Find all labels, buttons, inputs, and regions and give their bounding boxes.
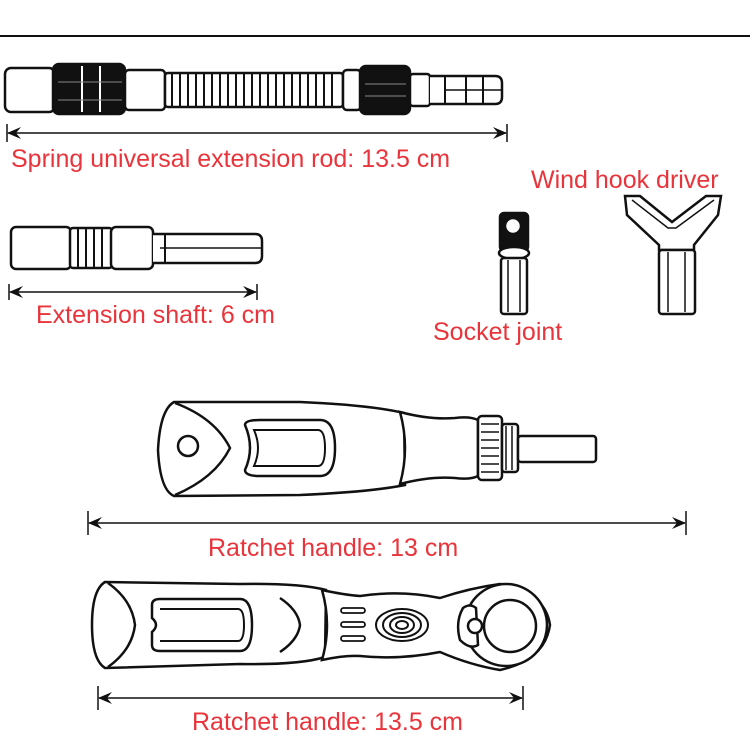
extension-shaft-dimension-line — [8, 284, 258, 300]
ratchet-handle-13-5-drawing — [90, 580, 552, 672]
wind-hook-driver-label: Wind hook driver — [531, 166, 719, 194]
extension-shaft-drawing — [9, 225, 264, 271]
extension-shaft-label: Extension shaft: 6 cm — [36, 301, 276, 329]
wind-hook-driver-drawing — [623, 194, 723, 316]
socket-joint-drawing — [497, 211, 531, 316]
ratchet-handle-13-dimension-line — [87, 511, 687, 535]
ratchet-handle-13-5-dimension-line — [97, 686, 524, 710]
spring-rod-label: Spring universal extension rod: 13.5 cm — [11, 145, 451, 173]
socket-joint-label: Socket joint — [433, 318, 563, 346]
ratchet-handle-13-5-label: Ratchet handle: 13.5 cm — [192, 708, 463, 736]
spring-rod-dimension-line — [6, 124, 508, 142]
top-divider-line — [0, 35, 750, 37]
ratchet-handle-13-label: Ratchet handle: 13 cm — [208, 534, 459, 562]
spring-extension-rod-drawing — [3, 62, 504, 116]
ratchet-handle-13-drawing — [156, 400, 598, 498]
